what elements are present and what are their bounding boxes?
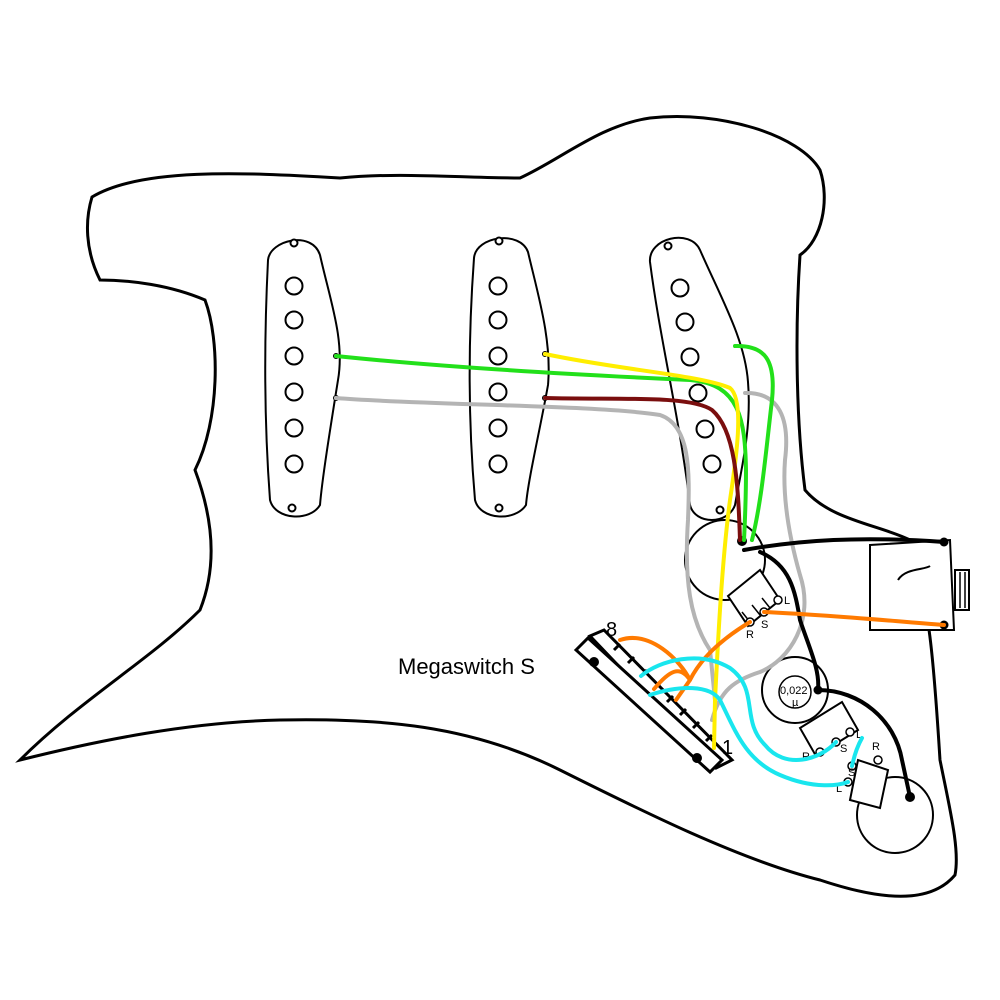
tone2-label-s: S xyxy=(848,767,855,779)
cyan-wire-tone-link xyxy=(850,736,864,768)
volume-lug-l xyxy=(773,595,783,605)
brown-wire-middle-ground xyxy=(543,396,742,542)
tone-pot-2-terminal-block xyxy=(848,758,890,810)
middle-pickup-body xyxy=(468,237,550,518)
pole-piece xyxy=(488,382,508,402)
bridge-pickup-screw-bottom xyxy=(715,505,725,515)
megaswitch-position-1: 1 xyxy=(722,737,733,759)
pole-piece xyxy=(695,419,715,439)
pole-piece xyxy=(284,346,304,366)
black-wire-jack-ground xyxy=(742,537,946,552)
pole-piece xyxy=(680,347,700,367)
pole-piece xyxy=(488,276,508,296)
megaswitch-screw-top xyxy=(589,657,599,667)
pole-piece xyxy=(670,278,690,298)
neck-pickup-screw-top xyxy=(289,238,299,248)
pole-piece xyxy=(675,312,695,332)
middle-pickup-screw-bottom xyxy=(494,503,504,513)
megaswitch-label: Megaswitch S xyxy=(398,654,535,679)
tone1-label-l: L xyxy=(856,729,862,741)
neck-pickup-screw-bottom xyxy=(287,503,297,513)
pole-piece xyxy=(284,382,304,402)
capacitor-unit: µ xyxy=(792,697,799,709)
tone1-label-s: S xyxy=(840,743,847,755)
megaswitch: 8 1 xyxy=(573,619,735,775)
pole-piece xyxy=(284,310,304,330)
capacitor-value: 0,022 xyxy=(780,685,808,697)
orange-wire-switch-jumper xyxy=(652,669,692,702)
tone-pot-1-terminal-block xyxy=(798,700,860,758)
tone2-lug-r xyxy=(873,755,883,765)
grey-wire-bridge-ground xyxy=(710,390,807,722)
neck-pickup xyxy=(264,238,341,518)
volume-label-r: R xyxy=(746,629,754,641)
pole-piece xyxy=(688,383,708,403)
pole-piece xyxy=(488,454,508,474)
grey-wire-neck-ground xyxy=(334,396,717,702)
pole-piece xyxy=(702,454,722,474)
tone1-lug-l xyxy=(845,727,855,737)
megaswitch-screw-bottom xyxy=(692,753,702,763)
megaswitch-body xyxy=(573,635,725,775)
bridge-pickup-screw-top xyxy=(663,241,673,251)
middle-pickup xyxy=(468,236,550,518)
jack-barrel xyxy=(954,569,970,611)
middle-pickup-screw-top xyxy=(494,236,504,246)
black-wire-ground-bus xyxy=(758,550,912,799)
volume-label-s: S xyxy=(761,619,768,631)
orange-wire-volume-to-jack xyxy=(762,610,946,627)
jack-plate xyxy=(869,538,956,631)
cyan-wire-switch-to-tone1 xyxy=(639,656,838,762)
pole-piece xyxy=(488,346,508,366)
capacitor xyxy=(778,675,812,709)
cyan-wire-switch-to-tone2 xyxy=(648,686,850,788)
tone2-label-l: L xyxy=(836,783,842,795)
yellow-wire-middle-hot xyxy=(543,352,741,750)
pole-piece xyxy=(488,310,508,330)
jack-tip-spring xyxy=(897,565,931,581)
neck-pickup-body xyxy=(264,239,341,518)
pole-piece xyxy=(284,454,304,474)
pole-piece xyxy=(284,276,304,296)
tone2-label-r: R xyxy=(872,741,880,753)
volume-label-l: L xyxy=(784,595,790,607)
pole-piece xyxy=(284,418,304,438)
pole-piece xyxy=(488,418,508,438)
megaswitch-position-8: 8 xyxy=(606,619,617,641)
output-jack xyxy=(869,537,970,631)
green-wire-bridge-hot xyxy=(733,343,775,542)
wires xyxy=(334,343,946,799)
